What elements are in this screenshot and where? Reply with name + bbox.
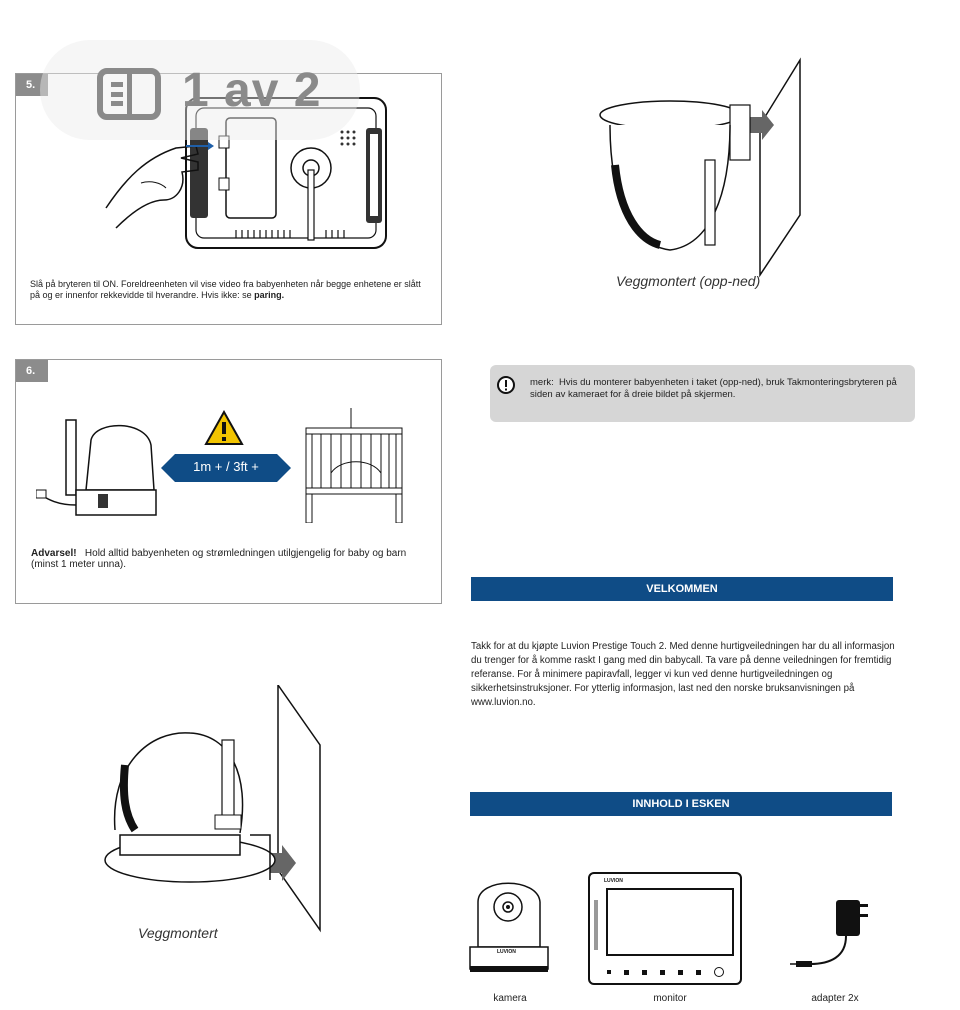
step5-panel: 5. — [15, 73, 442, 325]
note-box: merk: Hvis du monterer babyenheten i tak… — [490, 365, 915, 422]
distance-label: 1m + / 3ft + — [193, 459, 259, 474]
monitor-brand: LUVION — [604, 878, 623, 884]
warning-icon — [204, 410, 244, 445]
distance-arrow — [161, 454, 291, 482]
adapter-label: adapter 2x — [811, 993, 859, 1004]
info-icon — [497, 376, 515, 394]
wall-normal-caption: Veggmontert — [138, 925, 218, 941]
welcome-banner: VELKOMMEN — [471, 577, 893, 601]
crib-illustration — [305, 408, 403, 523]
monitor-image: LUVION — [588, 872, 742, 985]
page-indicator-text: 1 av 2 — [182, 64, 322, 117]
step5-number: 5. — [16, 74, 48, 96]
camera-illustration — [36, 419, 157, 516]
adapter-image — [790, 900, 868, 967]
wall-mount-illustration — [104, 685, 321, 933]
page-indicator — [40, 40, 360, 140]
monitor-switch-illustration — [105, 97, 387, 249]
step6-panel: 6. 1m + / 3ft + Advarsel! Hold allt — [15, 359, 442, 604]
kamera-brand: LUVION — [497, 949, 516, 955]
note-text: merk: Hvis du monterer babyenheten i tak… — [530, 377, 897, 400]
sidebar-icon — [97, 68, 161, 120]
monitor-label: monitor — [653, 993, 687, 1004]
wall-upside-caption: Veggmontert (opp-ned) — [616, 273, 761, 289]
kamera-image — [469, 882, 549, 972]
step6-number: 6. — [16, 360, 48, 382]
monitor-buttons-row — [600, 967, 730, 977]
welcome-body: Takk for at du kjøpte Luvion Prestige To… — [471, 641, 895, 708]
wall-mount-upside-illustration — [599, 57, 801, 278]
warning-text: Advarsel! Hold alltid babyenheten og str… — [31, 548, 407, 570]
contents-banner: INNHOLD I ESKEN — [470, 792, 892, 816]
step5-text: Slå på bryteren til ON. Foreldreenheten … — [30, 279, 421, 300]
kamera-label: kamera — [493, 993, 527, 1004]
